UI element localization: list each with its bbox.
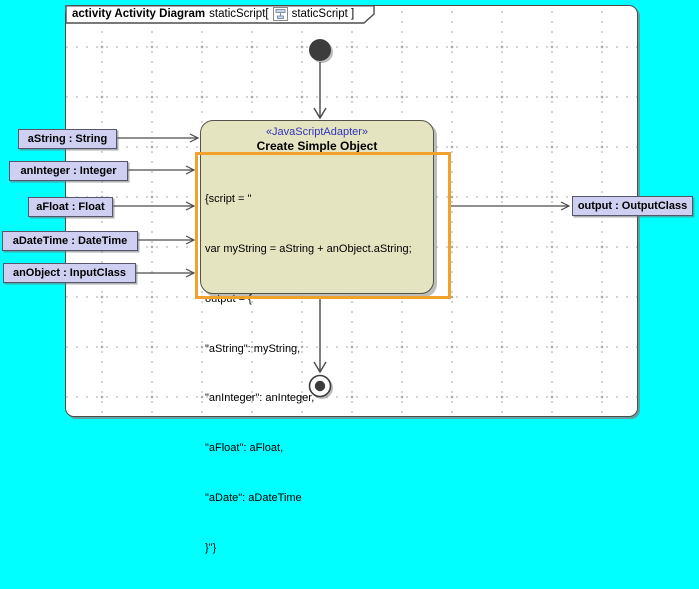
script-line: "aDate": aDateTime [205, 491, 302, 504]
edge-initial-to-node[interactable] [313, 62, 327, 120]
arrowhead-right-icon [185, 268, 196, 278]
initial-node[interactable] [309, 39, 333, 63]
arrowhead-right-icon [185, 201, 196, 211]
frame-tab-keyword: activity Activity Diagram [72, 8, 206, 20]
node-stereotype: «JavaScriptAdapter» [265, 126, 369, 138]
final-node-inner [314, 380, 326, 392]
arrowhead-down-icon [313, 107, 327, 120]
frame-tab[interactable] [65, 5, 375, 24]
diagram-icon [272, 7, 288, 21]
input-pin-astring[interactable]: aString : String [18, 129, 117, 149]
edge-input-astring[interactable] [116, 133, 200, 143]
output-pin-output[interactable]: output : OutputClass [572, 196, 693, 216]
script-line: "aFloat": aFloat, [205, 442, 284, 455]
arrowhead-right-icon [185, 235, 196, 245]
edge-input-anobject[interactable] [135, 268, 196, 278]
script-line: {script = " [205, 193, 252, 206]
edge-input-afloat[interactable] [112, 201, 196, 211]
frame-tab-name: staticScript[ [209, 8, 269, 20]
arrowhead-down-icon [313, 361, 327, 374]
edge-output[interactable] [448, 201, 571, 211]
input-pin-aninteger[interactable]: anInteger : Integer [9, 161, 128, 181]
diagram-overlay [65, 5, 571, 400]
script-line: "aString": myString, [205, 342, 301, 355]
final-node[interactable] [308, 374, 334, 400]
input-pin-anobject[interactable]: anObject : InputClass [3, 263, 136, 283]
script-line: var myString = aString + anObject.aStrin… [205, 242, 412, 255]
edge-node-to-final[interactable] [313, 296, 327, 374]
input-pin-afloat[interactable]: aFloat : Float [28, 197, 113, 217]
arrowhead-right-icon [560, 201, 571, 211]
input-pin-adatetime[interactable]: aDateTime : DateTime [2, 231, 138, 251]
frame-tab-name-close: staticScript ] [291, 8, 355, 20]
arrowhead-right-icon [189, 133, 200, 143]
script-line: }"} [205, 541, 217, 554]
edge-input-aninteger[interactable] [127, 165, 196, 175]
selection-highlight [195, 152, 451, 299]
node-name: Create Simple Object [256, 139, 378, 153]
diagram-canvas: { "frame": { "tab": { "keyword": "activi… [2, 5, 693, 554]
initial-node-circle[interactable] [309, 39, 331, 61]
arrowhead-right-icon [185, 165, 196, 175]
script-line: "anInteger": anInteger, [205, 392, 315, 405]
edge-input-adatetime[interactable] [137, 235, 196, 245]
frame-tab-title[interactable]: activity Activity Diagram staticScript[ … [72, 6, 354, 22]
activity-node-create-simple-object[interactable]: «JavaScriptAdapter» Create Simple Object… [200, 120, 434, 554]
